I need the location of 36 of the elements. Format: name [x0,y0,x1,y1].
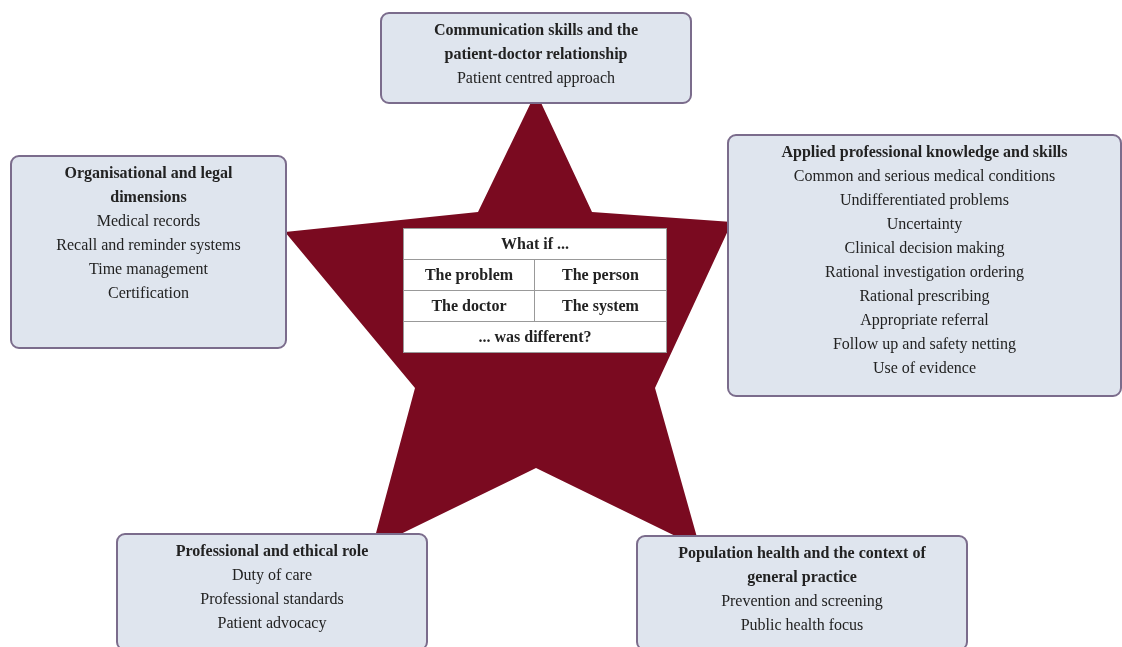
table-cell: The system [535,291,666,322]
list-item: Duty of care [231,565,313,586]
box-heading: Applied professional knowledge and skills [780,142,1069,163]
list-item: Public health focus [739,615,865,635]
box-heading: Population health and the context of general practice [677,543,927,588]
topic-box [727,134,1122,397]
list-item: Uncertainty [885,214,964,235]
list-item: Recall and reminder systems [55,235,242,256]
list-item: Undifferentiated problems [839,190,1010,211]
table-cell-text: ... was different? [477,327,593,347]
list-item: Common and serious medical conditions [792,166,1057,186]
list-item: Use of evidence [871,358,978,378]
topic-box [116,533,428,647]
box-heading: Professional and ethical role [174,541,370,561]
list-item: Time management [88,259,209,280]
list-item: Rational prescribing [858,286,991,307]
list-item: Patient centred approach [455,68,617,89]
list-item: Prevention and screening [720,591,884,612]
box-heading: Organisational and legal dimensions [63,163,234,207]
table-cell: What if ... [404,229,666,260]
list-item: Follow up and safety netting [831,334,1018,355]
question-table [403,228,667,353]
list-item: Rational investigation ordering [823,262,1026,283]
list-item: Certification [107,283,190,303]
table-cell: The problem [404,260,535,291]
list-item: Medical records [95,211,202,231]
table-cell: The person [535,260,666,291]
box-heading: Communication skills and the patient-doctor relationship [432,20,639,65]
list-item: Patient advocacy [216,613,328,634]
topic-box [636,535,968,647]
topic-box [380,12,692,104]
list-item: Professional standards [199,589,345,609]
list-item: Appropriate referral [859,310,990,331]
list-item: Clinical decision making [843,238,1006,259]
table-cell: The doctor [404,291,535,322]
topic-box [10,155,287,349]
